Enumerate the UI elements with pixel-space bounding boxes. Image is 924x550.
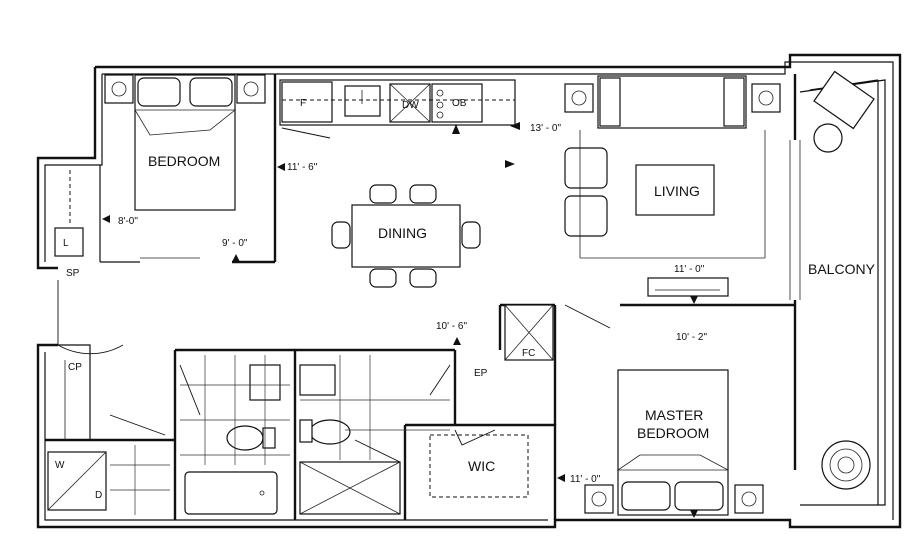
doors [57,127,611,463]
dining-furniture [331,184,481,288]
oven-label: OB [452,98,467,109]
living-furniture [564,75,781,297]
toilet-1 [226,425,264,451]
bathtub [184,471,278,515]
wic-shelving [429,434,529,498]
fridge-label: F [300,98,306,109]
dim-hall-length: 10' - 6" [436,321,467,332]
dim-master-depth: 11' - 0" [570,474,601,485]
laundry: W D [47,445,170,515]
planter [821,440,871,490]
nightstand-left [104,74,134,104]
room-label-bedroom: BEDROOM [148,153,220,169]
dimension-arrows [102,122,698,518]
label-ep: EP [474,368,488,379]
master-furniture [584,369,764,516]
sink [344,85,381,117]
fan-coil-label: FC [522,348,535,359]
bathroom-2 [299,355,450,515]
coffee-table [635,164,715,216]
room-label-living: LIVING [654,183,700,199]
balcony-furniture [813,70,875,490]
dim-master-width: 10' - 2" [676,332,707,343]
dining-table [351,204,461,268]
washer-label: W [55,460,65,471]
linen-closet [54,227,84,257]
lounge-chair [813,70,875,130]
armchair-2 [564,195,608,237]
bathroom-1 [180,355,290,515]
dim-closet-width: 8'-0" [118,216,138,227]
dishwasher-label: DW [402,100,419,111]
side-table [813,123,843,153]
dim-bedroom-depth: 9' - 0" [222,238,248,249]
armchair-1 [564,147,608,189]
nightstand-right [236,74,266,104]
toilet-2 [309,419,351,445]
room-label-wic: WIC [468,458,495,474]
room-label-master-line1: MASTER [645,407,703,423]
label-cp: CP [68,362,82,373]
dim-living-depth: 11' - 0" [674,264,705,275]
dim-bedroom-width: 11' - 6" [287,162,318,173]
fan-coil: FC [504,304,554,361]
label-sp: SP [66,268,80,279]
sofa [597,75,747,129]
linen-label: L [63,238,69,249]
kitchen-counter: F DW OB [279,79,516,126]
dim-living-width: 13' - 0" [530,123,561,134]
bedroom-furniture: L [54,74,266,259]
tv-unit [647,277,729,297]
vanity-2 [299,364,336,396]
fridge [281,81,333,123]
dryer-label: D [95,490,102,501]
room-label-dining: DINING [378,225,427,241]
room-label-balcony: BALCONY [808,261,876,277]
interior-walls [45,74,801,520]
room-label-master-line2: BEDROOM [637,425,709,441]
